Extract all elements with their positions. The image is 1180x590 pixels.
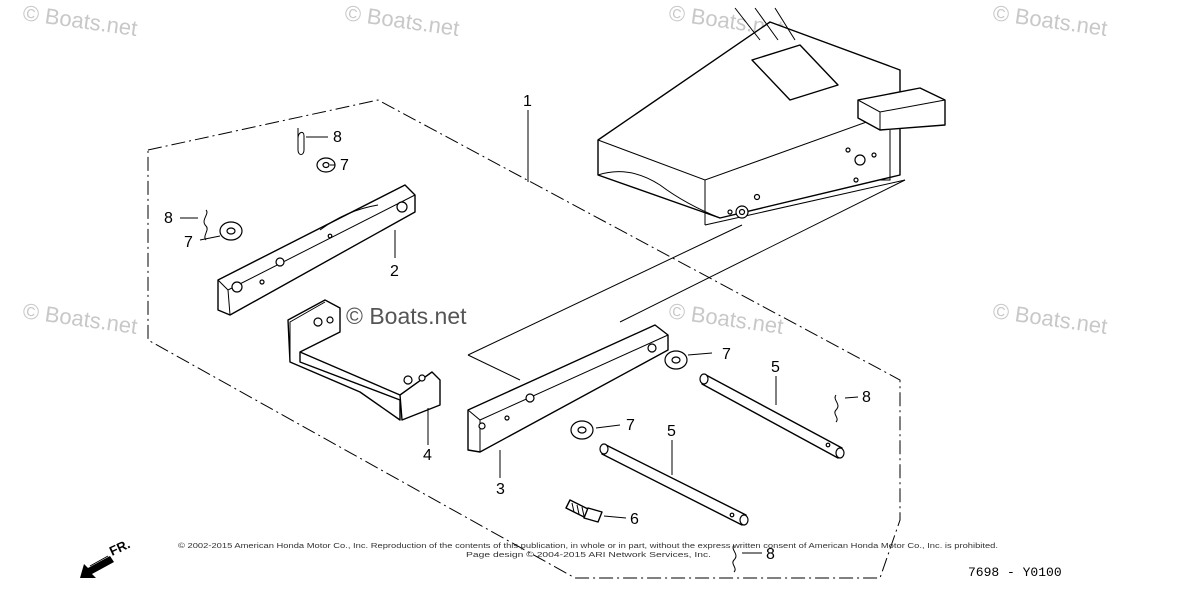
part-5-pins xyxy=(599,373,845,526)
callout-part-8: 8 xyxy=(164,210,173,227)
callout-part-7: 7 xyxy=(626,417,635,434)
callout-part-8: 8 xyxy=(766,546,775,563)
callout-part-7: 7 xyxy=(184,234,193,251)
guide-line xyxy=(619,179,906,323)
watermark: © Boats.net xyxy=(21,0,139,41)
part-4-u-bracket xyxy=(287,299,441,421)
callout-part-1: 1 xyxy=(523,93,532,110)
callout-part-5: 5 xyxy=(667,423,676,440)
main-watermark: © Boats.net xyxy=(346,303,467,329)
front-direction-indicator: FR. xyxy=(80,536,132,578)
watermark: © Boats.net xyxy=(21,298,139,339)
guide-line xyxy=(467,354,521,381)
part-3-long-bracket xyxy=(467,324,669,453)
part-8-clips xyxy=(203,128,839,573)
copyright-line-1: © 2002-2015 American Honda Motor Co., In… xyxy=(178,542,998,550)
callout-part-5: 5 xyxy=(771,359,780,376)
callout-part-7: 7 xyxy=(340,157,349,174)
callout-part-2: 2 xyxy=(390,263,399,280)
guide-line xyxy=(467,224,743,356)
leader-lines xyxy=(180,110,859,554)
callout-part-3: 3 xyxy=(496,481,505,498)
part-6-bolt xyxy=(565,499,603,523)
watermark: © Boats.net xyxy=(343,0,461,41)
part-7-washers xyxy=(219,157,688,440)
callout-part-6: 6 xyxy=(630,511,639,528)
direction-label: FR. xyxy=(107,536,132,558)
assembly-boundary xyxy=(147,99,901,579)
part-2-bracket-plate xyxy=(217,184,416,316)
copyright-line-2: Page design © 2004-2015 ARI Network Serv… xyxy=(466,551,711,559)
watermark-layer: © Boats.net © Boats.net © Boats.net © Bo… xyxy=(21,0,1109,339)
callout-labels: 1 2 3 4 5 5 6 7 7 7 7 8 8 8 8 xyxy=(164,93,871,563)
callout-part-4: 4 xyxy=(423,447,432,464)
callout-part-8: 8 xyxy=(862,389,871,406)
diagram-code: 7698 - Y0100 xyxy=(968,565,1062,580)
watermark: © Boats.net xyxy=(991,298,1109,339)
copyright-notice: © 2002-2015 American Honda Motor Co., In… xyxy=(178,542,998,559)
callout-part-7: 7 xyxy=(722,346,731,363)
watermark: © Boats.net xyxy=(991,0,1109,41)
mower-frame xyxy=(597,7,946,226)
watermark: © Boats.net xyxy=(667,298,785,339)
callout-part-8: 8 xyxy=(333,129,342,146)
